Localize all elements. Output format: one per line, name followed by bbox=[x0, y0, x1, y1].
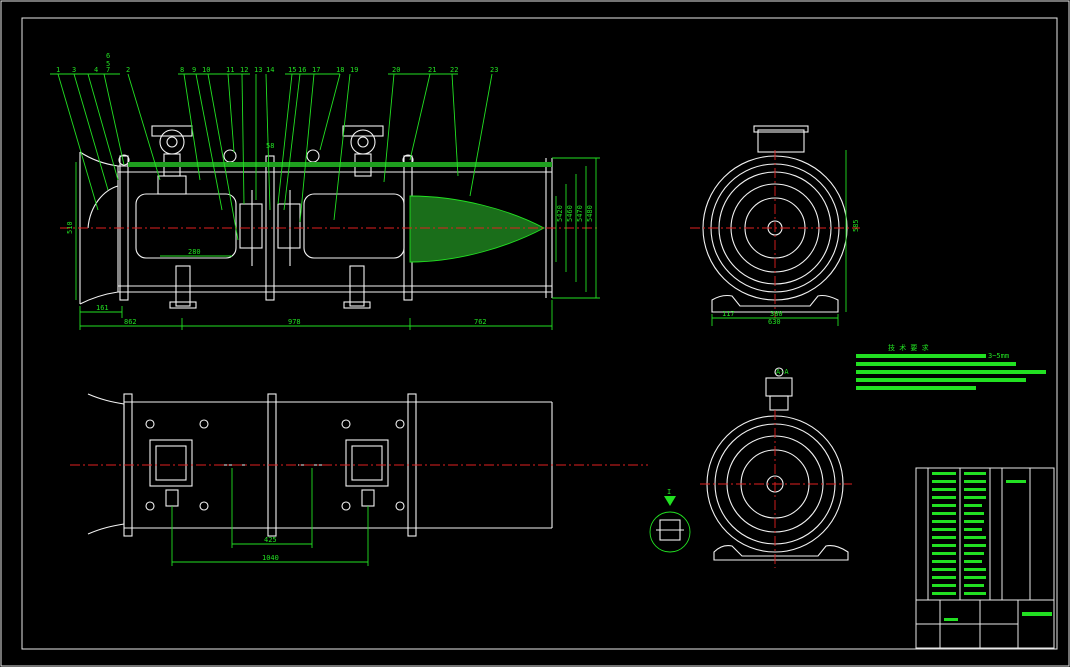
motor-1-box bbox=[157, 175, 187, 195]
part-number: 16 bbox=[298, 66, 306, 74]
part-number: 13 bbox=[254, 66, 262, 74]
dim-280: 280 bbox=[188, 248, 201, 256]
dim-5460: 5460 bbox=[566, 205, 574, 222]
dim-380: 380 bbox=[770, 310, 783, 318]
tech-note-suffix: 3~5mm bbox=[988, 352, 1009, 360]
side-view-2: A-A bbox=[700, 367, 852, 568]
side-junction-box bbox=[757, 129, 805, 153]
inlet-bell bbox=[79, 151, 119, 305]
motor-2 bbox=[303, 193, 405, 259]
part-numbers: 1 2 3 4 5 6 7 8 9 10 11 12 13 14 15 16 1… bbox=[56, 52, 498, 74]
dim-1040: 1040 bbox=[262, 554, 279, 562]
part-number: 23 bbox=[490, 66, 498, 74]
part-number: 18 bbox=[336, 66, 344, 74]
foot-2 bbox=[349, 265, 365, 307]
detail-circle bbox=[649, 511, 691, 553]
front-dimensions: 161 862 978 762 280 58 510 5420 5460 547… bbox=[66, 142, 600, 330]
part-number: 14 bbox=[266, 66, 274, 74]
part-number: 6 bbox=[106, 52, 110, 60]
part-number: 22 bbox=[450, 66, 458, 74]
part-number: 12 bbox=[240, 66, 248, 74]
part-leaders bbox=[50, 73, 493, 241]
part-number: 19 bbox=[350, 66, 358, 74]
side2-junction-box bbox=[765, 377, 793, 397]
part-number: 20 bbox=[392, 66, 400, 74]
dim-630: 630 bbox=[768, 318, 781, 326]
side-base bbox=[711, 294, 839, 313]
plan-view: 425 1040 bbox=[70, 393, 648, 566]
part-number: 11 bbox=[226, 66, 234, 74]
detail-label-2: A-A bbox=[776, 368, 789, 376]
plan-inlet-bell bbox=[87, 393, 125, 535]
side2-base bbox=[713, 545, 849, 561]
part-number: 21 bbox=[428, 66, 436, 74]
part-number: 7 bbox=[106, 66, 110, 74]
foot-1 bbox=[175, 265, 191, 307]
inner-frame bbox=[21, 17, 1058, 650]
part-number: 3 bbox=[72, 66, 76, 74]
front-view bbox=[60, 125, 600, 309]
dim-510: 510 bbox=[66, 221, 74, 234]
impeller-2 bbox=[277, 203, 301, 249]
plan-box-1 bbox=[149, 439, 193, 487]
part-number: 5 bbox=[106, 60, 110, 68]
detail-label: I bbox=[667, 488, 671, 496]
detail-view: I bbox=[649, 488, 691, 553]
silencer-cone bbox=[409, 195, 545, 263]
inlet-curve bbox=[87, 185, 119, 229]
tech-title: 技 术 要 求 bbox=[888, 343, 929, 352]
dim-862: 862 bbox=[124, 318, 137, 326]
part-number: 9 bbox=[192, 66, 196, 74]
title-block bbox=[915, 467, 1055, 649]
part-number: 1 bbox=[56, 66, 60, 74]
dim-425: 425 bbox=[264, 536, 277, 544]
plan-box-2 bbox=[345, 439, 389, 487]
dim-762: 762 bbox=[474, 318, 487, 326]
dim-5470: 5470 bbox=[576, 205, 584, 222]
dim-5480: 5480 bbox=[586, 205, 594, 222]
dim-height: 585 bbox=[852, 219, 860, 232]
side-view: 117 380 630 585 bbox=[690, 125, 860, 326]
junction-box-2 bbox=[350, 129, 376, 155]
part-number: 8 bbox=[180, 66, 184, 74]
part-number: 10 bbox=[202, 66, 210, 74]
part-number: 2 bbox=[126, 66, 130, 74]
part-number: 4 bbox=[94, 66, 98, 74]
part-number: 15 bbox=[288, 66, 296, 74]
impeller-1 bbox=[239, 203, 263, 249]
part-number: 17 bbox=[312, 66, 320, 74]
tech-requirements: 技 术 要 求 3~5mm bbox=[856, 343, 1046, 390]
dim-58: 58 bbox=[266, 142, 274, 150]
dim-5420: 5420 bbox=[556, 205, 564, 222]
junction-box-1 bbox=[159, 129, 185, 155]
dim-117: 117 bbox=[722, 310, 735, 318]
dim-161: 161 bbox=[96, 304, 109, 312]
dim-978: 978 bbox=[288, 318, 301, 326]
